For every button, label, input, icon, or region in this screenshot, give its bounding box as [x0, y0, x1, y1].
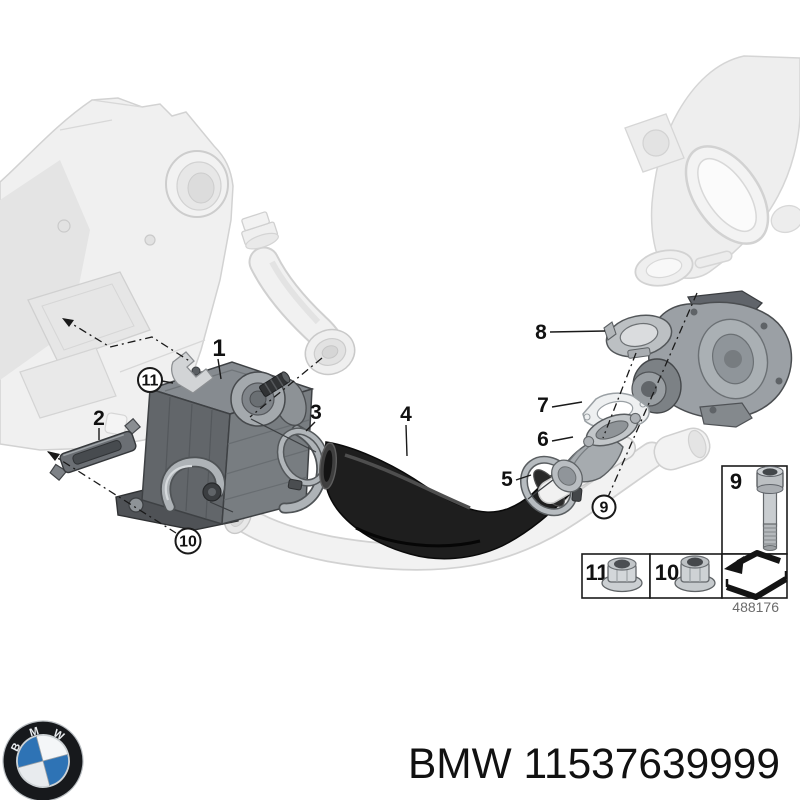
cooler-hose-barb — [259, 371, 291, 397]
retaining-fork-bracket-illustration — [171, 351, 214, 394]
callout-2: 2 — [93, 407, 105, 430]
callout-3: 3 — [310, 401, 322, 424]
callout-8: 8 — [535, 321, 547, 344]
callout-6: 6 — [537, 428, 549, 451]
callout-circle-10 — [174, 527, 202, 555]
port-connection-line — [209, 501, 234, 513]
cooler-clamp-illustration — [276, 427, 330, 491]
callout-circled-10: 10 — [179, 534, 197, 551]
screw-icon — [756, 465, 784, 551]
callout-4: 4 — [400, 403, 412, 426]
egr-actuator-assembly-illustration — [631, 290, 793, 428]
legend-nut-11-label: 11 — [585, 560, 608, 585]
view-direction-arrow-icon — [724, 550, 788, 600]
callout-circle-9 — [591, 494, 617, 520]
axis-line-hose-to-cooler — [249, 357, 323, 418]
charge-pipe-end-cap — [653, 427, 711, 471]
callout-7: 7 — [537, 394, 549, 417]
axis-line-clamp-to-gasket — [602, 352, 637, 439]
axis-line-to-screw-callout — [607, 292, 698, 498]
leader-lines — [98, 330, 606, 481]
mounting-line-upper — [63, 318, 192, 363]
clamp3-position-line — [250, 418, 317, 453]
callout-circled-9: 9 — [600, 500, 609, 517]
egr-valve-pipe-illustration — [551, 412, 641, 493]
vent-hose-faded-illustration — [241, 211, 356, 376]
bmw-logo: B M W — [2, 720, 84, 800]
nut-icon — [601, 557, 643, 593]
logo-letter-m: M — [28, 725, 40, 739]
callouts: 1 2 3 4 5 6 7 8 9 10 11 — [93, 321, 617, 555]
arrowhead-icon — [47, 451, 60, 461]
part-number-caption: BMW 11537639999 — [408, 740, 780, 788]
flange-clamp-illustration — [603, 314, 673, 359]
engine-block-faded-illustration — [0, 97, 234, 451]
callout-circled-11: 11 — [142, 373, 159, 390]
arrowhead-icon — [62, 318, 74, 327]
mounting-bracket-illustration — [49, 417, 141, 482]
legend: 9 11 10 — [581, 465, 788, 615]
diagram-number: 488176 — [732, 599, 779, 615]
legend-screw-label: 9 — [730, 469, 742, 494]
mounting-line-lower — [47, 451, 177, 534]
assembly-axis-lines — [47, 292, 698, 534]
egr-cooler-illustration — [115, 361, 328, 531]
callout-5: 5 — [501, 468, 513, 491]
nut-icon — [674, 555, 716, 593]
intake-duct-faded-illustration — [624, 55, 800, 287]
callout-circle-11 — [137, 367, 163, 393]
callout-1: 1 — [212, 335, 225, 362]
